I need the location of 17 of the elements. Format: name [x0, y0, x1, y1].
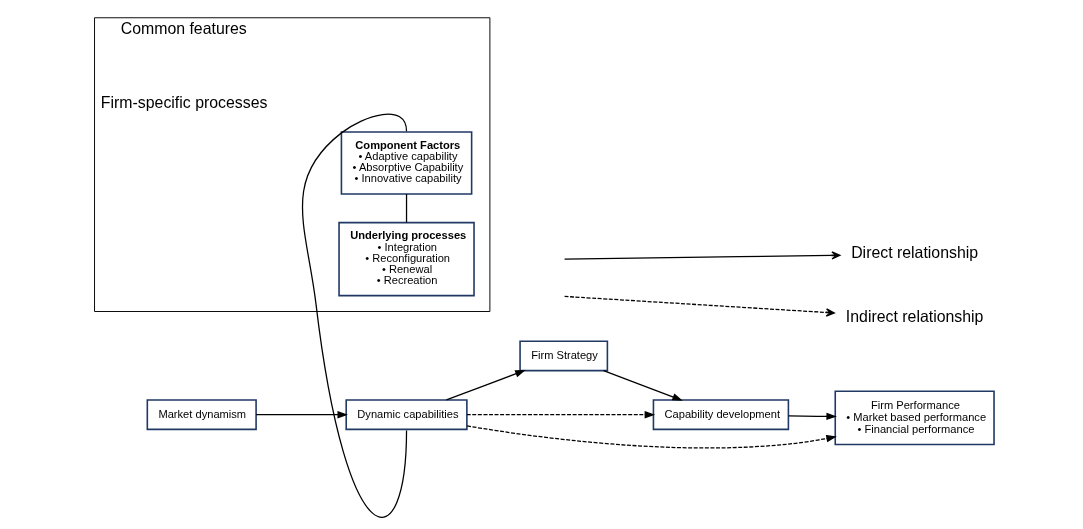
arrow	[466, 425, 837, 449]
connector	[405, 193, 408, 223]
node-box: Firm Performance • Market based performance • Financial performance	[834, 390, 995, 446]
node-box: Underlying processes • Integration • Reconfiguration • Renewal • Recreation	[338, 221, 475, 297]
arrow	[602, 370, 683, 401]
arrow	[255, 411, 348, 419]
legend-label: Indirect relationship	[845, 307, 984, 325]
node-box: Dynamic capabilities	[345, 399, 468, 431]
arrow	[445, 370, 526, 401]
node-box: Component Factors • Adaptive capability • Absorptive Capability • Innovative capability	[340, 131, 473, 195]
node-box: Firm Strategy	[519, 340, 609, 372]
connector	[301, 113, 408, 518]
node-box: Market dynamism	[146, 399, 257, 431]
arrow	[466, 411, 656, 419]
legend-label: Direct relationship	[851, 244, 979, 262]
node-box: Capability development	[652, 399, 790, 431]
arrow	[788, 412, 837, 421]
